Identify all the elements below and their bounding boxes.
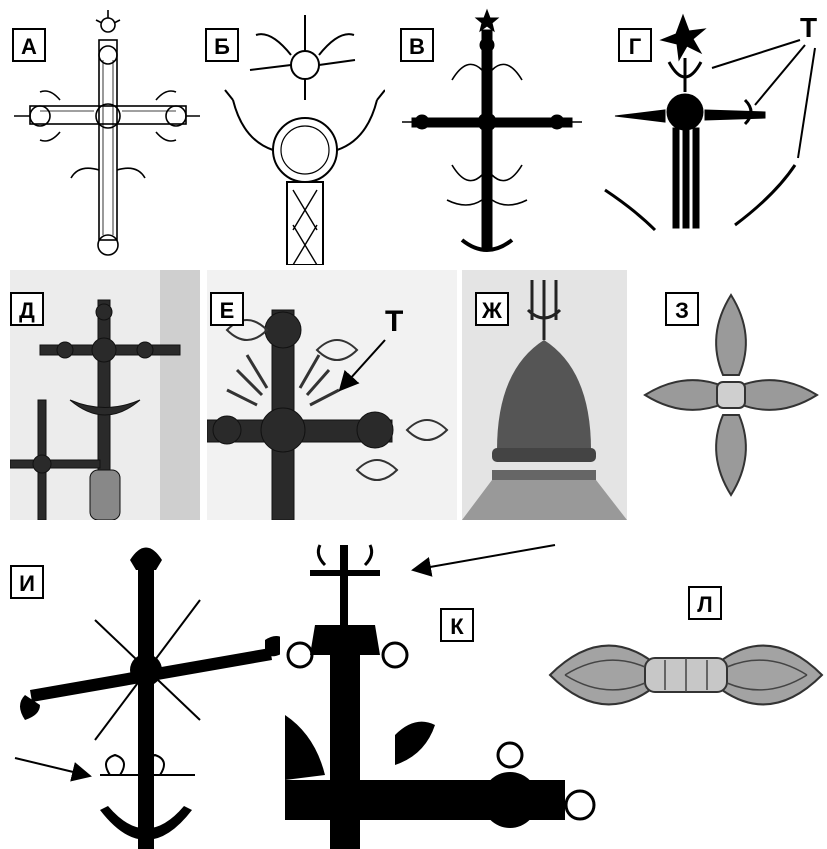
panel-e-cross-closeup-photo [207, 270, 457, 520]
label-i: И [10, 565, 44, 599]
t-annotation-middle: Т [385, 305, 403, 339]
label-b: Б [205, 28, 239, 62]
t-annotation-top: Т [800, 12, 817, 44]
label-zh: Ж [475, 292, 509, 326]
double-vajra-photo [635, 270, 827, 520]
label-a: А [12, 28, 46, 62]
label-l: Л [688, 586, 722, 620]
label-z: З [665, 292, 699, 326]
label-d: Д [10, 292, 44, 326]
panel-l-vajra-photo [545, 620, 827, 730]
label-e: Е [210, 292, 244, 326]
label-v: В [400, 28, 434, 62]
label-k: К [440, 608, 474, 642]
label-g: Г [618, 28, 652, 62]
cross-closeup-photo [207, 270, 457, 520]
vajra-photo [545, 620, 827, 730]
panel-z-vishvavajra-photo [635, 270, 827, 520]
